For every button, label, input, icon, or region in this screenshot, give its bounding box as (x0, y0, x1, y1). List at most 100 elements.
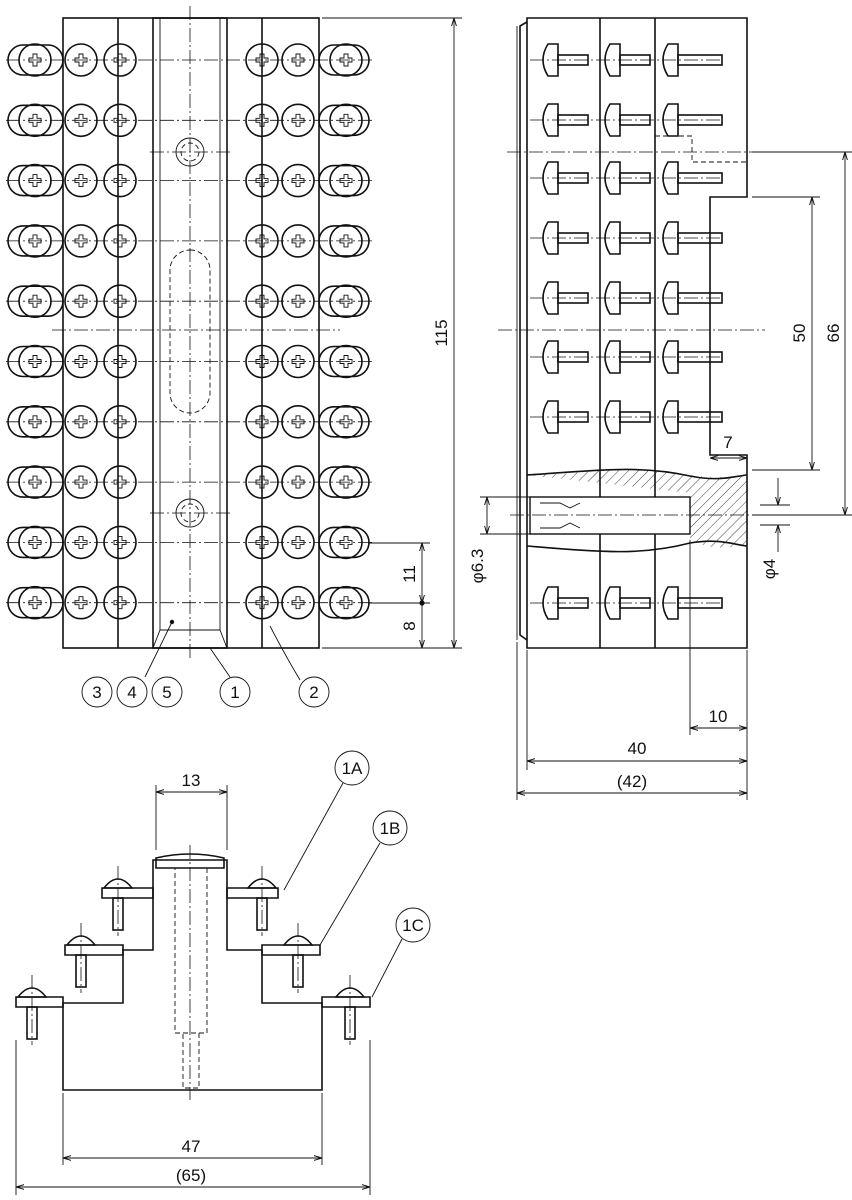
screw-cross-icon (74, 53, 88, 67)
dim-40-label: 40 (628, 739, 647, 758)
balloon-4: 4 (116, 676, 148, 708)
balloon-1: 1 (219, 676, 251, 708)
svg-text:1A: 1A (342, 759, 363, 778)
dim-7-label: 7 (723, 433, 732, 452)
screw-profile (604, 103, 621, 137)
screw-shank (677, 411, 723, 423)
screw-cross-icon (255, 535, 269, 549)
dim-50-label: 50 (790, 324, 809, 343)
dim-42-label: (42) (617, 772, 647, 791)
screw-profile (662, 161, 679, 195)
screw-cross-icon (255, 113, 269, 127)
screw-profile (604, 340, 621, 374)
screw-cross-icon (74, 355, 88, 368)
screw-shank (677, 597, 723, 609)
end-screw-array (16, 866, 366, 1045)
screw-cross-icon (28, 535, 42, 549)
screw-shank (677, 232, 723, 244)
svg-text:1C: 1C (402, 916, 424, 935)
screw-profile (662, 103, 679, 137)
screw-profile (542, 103, 559, 137)
screw-cross-icon (339, 174, 353, 188)
screw-cross-icon (339, 535, 353, 549)
balloon-5: 5 (151, 676, 183, 708)
screw-cross-icon (339, 294, 353, 308)
end-screw-head (246, 878, 278, 889)
screw-profile (604, 43, 621, 77)
screw-profile (542, 400, 559, 434)
screw-profile (542, 43, 559, 77)
screw-cross-icon (339, 234, 353, 248)
screw-cross-icon (74, 475, 88, 489)
screw-profile (604, 221, 621, 255)
screw-cross-icon (28, 53, 42, 67)
screw-profile (542, 281, 559, 315)
screw-shank (677, 54, 723, 66)
end-view: 13 47 (65) 1A 1B 1C (15, 750, 431, 1195)
screw-profile (542, 586, 559, 620)
screw-cross-icon (291, 415, 305, 429)
dim-phi63-label: φ6.3 (468, 549, 487, 584)
dim-115-label: 115 (432, 319, 451, 346)
screw-profile (662, 221, 679, 255)
screw-cross-icon (28, 113, 42, 127)
screw-profile (662, 400, 679, 434)
front-screw-array (6, 43, 372, 620)
screw-profile (662, 43, 679, 77)
screw-profile (662, 586, 679, 620)
screw-shank (677, 114, 723, 126)
screw-shank (677, 351, 723, 363)
screw-cross-icon (291, 475, 305, 489)
screw-cross-icon (74, 294, 88, 308)
dim-10-label: 10 (709, 707, 728, 726)
screw-cross-icon (28, 415, 42, 429)
svg-text:1: 1 (230, 683, 239, 702)
screw-cross-icon (255, 174, 269, 188)
dim-11-label: 11 (400, 565, 419, 583)
side-rail-plate (519, 21, 528, 641)
screw-cross-icon (339, 113, 353, 127)
screw-cross-icon (255, 53, 269, 67)
screw-cross-icon (339, 53, 353, 67)
screw-cross-icon (291, 596, 305, 610)
dim-phi4-label: φ4 (760, 559, 779, 579)
end-screw-head (282, 935, 314, 946)
dim-47-label: 47 (182, 1137, 201, 1156)
screw-cross-icon (255, 415, 269, 429)
screw-cross-icon (74, 596, 88, 610)
svg-text:2: 2 (309, 683, 318, 702)
screw-profile (662, 281, 679, 315)
screw-cross-icon (74, 234, 88, 248)
screw-profile (542, 161, 559, 195)
svg-text:1B: 1B (380, 819, 401, 838)
screw-cross-icon (74, 415, 88, 429)
screw-cross-icon (255, 596, 269, 610)
pin-contact (540, 502, 581, 529)
screw-cross-icon (255, 294, 269, 308)
screw-profile (604, 586, 621, 620)
screw-cross-icon (255, 355, 269, 368)
screw-cross-icon (339, 355, 353, 368)
screw-shank (677, 292, 723, 304)
side-view: 66 50 7 φ6.3 φ4 10 40 (42) (468, 17, 852, 800)
screw-profile (604, 161, 621, 195)
svg-text:3: 3 (92, 683, 101, 702)
screw-profile (604, 281, 621, 315)
screw-cross-icon (291, 294, 305, 308)
screw-cross-icon (74, 535, 88, 549)
screw-cross-icon (291, 174, 305, 188)
dim-66-label: 66 (824, 324, 843, 343)
screw-cross-icon (28, 294, 42, 308)
screw-cross-icon (291, 234, 305, 248)
screw-shank (677, 172, 723, 184)
screw-profile (542, 221, 559, 255)
screw-cross-icon (291, 355, 305, 368)
dim-8-label: 8 (400, 621, 419, 630)
end-screw-head (65, 935, 97, 946)
balloon-1A: 1A (334, 750, 370, 786)
screw-profile (542, 340, 559, 374)
side-body-outline (526, 17, 748, 649)
screw-cross-icon (28, 475, 42, 489)
screw-profile (662, 340, 679, 374)
